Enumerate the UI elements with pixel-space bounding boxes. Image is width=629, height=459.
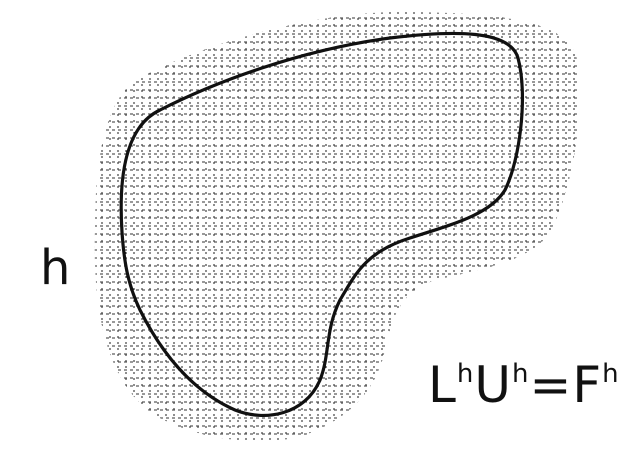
unknown-U: U [474,356,512,414]
discrete-equation: LhUh=Fh [428,360,620,410]
operator-L: L [428,356,457,414]
equals-sign: = [529,356,573,414]
superscript-h: h [456,359,475,389]
superscript-h: h [511,359,530,389]
mesh-size-label: h [40,240,71,296]
superscript-h: h [602,359,620,389]
rhs-F: F [572,356,603,414]
domain-boundary [119,31,525,417]
